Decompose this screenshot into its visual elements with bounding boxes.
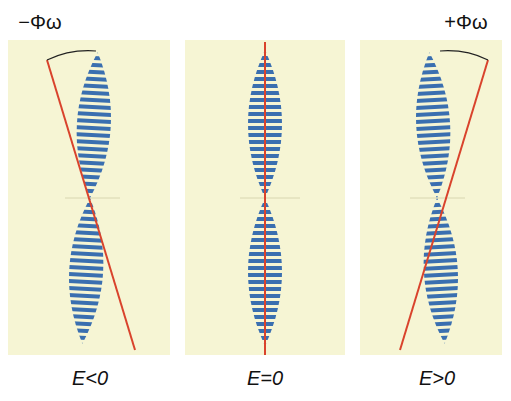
panel xyxy=(185,40,345,355)
condition-label: E=0 xyxy=(247,368,283,388)
striped-lobes xyxy=(412,51,461,344)
striped-lobes xyxy=(65,51,114,344)
angle-arc xyxy=(440,51,488,60)
panel xyxy=(360,40,502,355)
axis-line xyxy=(47,60,135,350)
angle-label: −Φω xyxy=(18,12,61,32)
angle-arc xyxy=(47,51,96,60)
axis-line xyxy=(400,60,488,350)
panel xyxy=(8,40,170,355)
axis-line xyxy=(264,42,266,355)
angle-label: +Φω xyxy=(444,12,487,32)
condition-label: E<0 xyxy=(72,368,108,388)
condition-label: E>0 xyxy=(419,368,455,388)
